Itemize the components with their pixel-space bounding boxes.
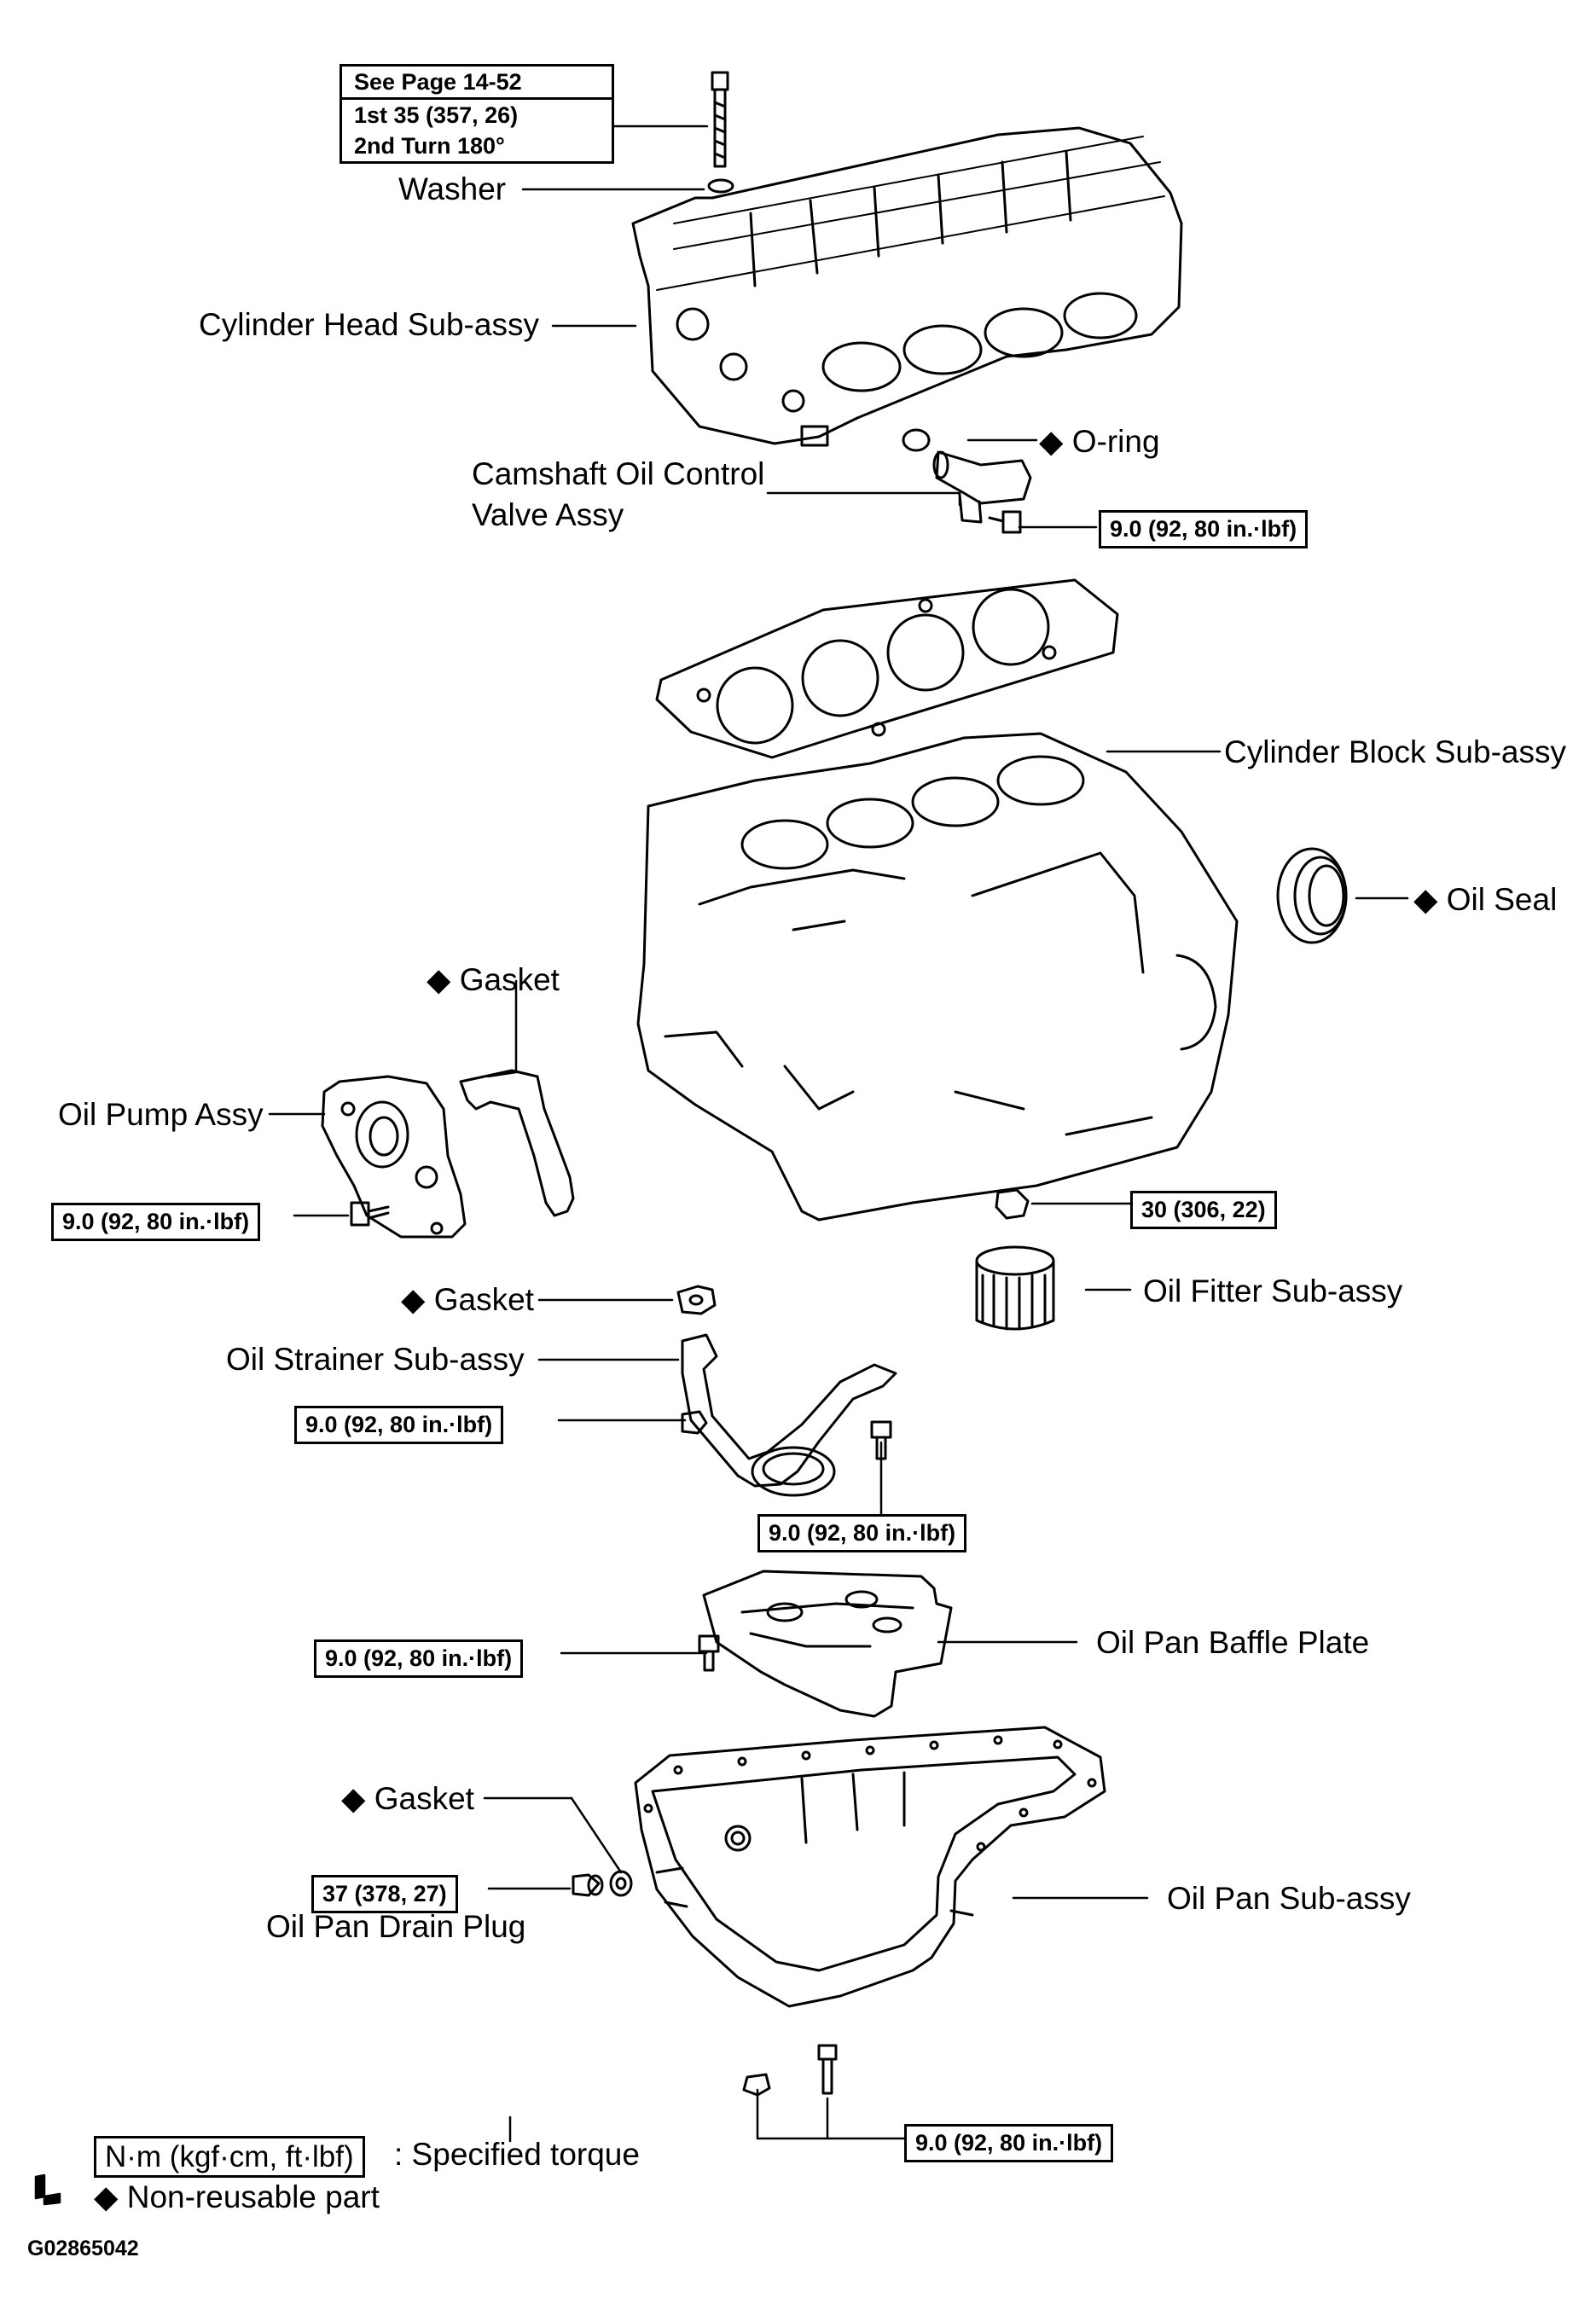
oil-pan-bolt — [817, 2044, 838, 2095]
strainer-nut-torque: 9.0 (92, 80 in.·lbf) — [294, 1406, 504, 1444]
oil-pump-gasket — [459, 1069, 575, 1217]
oil-pan — [634, 1726, 1106, 2008]
head-bolt-torque-second: 2nd Turn 180° — [354, 133, 505, 159]
union-bolt-torque: 30 (306, 22) — [1130, 1191, 1277, 1229]
oil-pump-label: Oil Pump Assy — [58, 1097, 264, 1132]
union-bolt — [995, 1188, 1030, 1220]
oil-pan-baffle-plate — [702, 1570, 953, 1718]
cylinder-head-label: Cylinder Head Sub-assy — [199, 307, 539, 342]
cylinder-head — [631, 126, 1183, 447]
washer-label: Washer — [398, 171, 507, 206]
oil-pan-label: Oil Pan Sub-assy — [1167, 1881, 1411, 1916]
ocv-label-line1: Camshaft Oil Control — [472, 456, 765, 491]
strainer-bolt-torque: 9.0 (92, 80 in.·lbf) — [757, 1514, 967, 1552]
o-ring-label: ◆ O-ring — [1039, 424, 1160, 459]
head-bolt-torque-box: See Page 14-52 1st 35 (357, 26) 2nd Turn… — [340, 64, 614, 164]
cylinder-block — [636, 732, 1239, 1222]
oil-pan-bolt-torque: 9.0 (92, 80 in.·lbf) — [904, 2124, 1114, 2162]
oil-pump-bolt-torque: 9.0 (92, 80 in.·lbf) — [51, 1203, 261, 1241]
oil-filter — [975, 1245, 1055, 1331]
oil-seal — [1276, 847, 1348, 944]
oil-strainer-label: Oil Strainer Sub-assy — [226, 1342, 525, 1377]
drain-plug — [572, 1873, 604, 1897]
baffle-bolt-torque: 9.0 (92, 80 in.·lbf) — [314, 1639, 524, 1678]
head-bolt-torque-first: 1st 35 (357, 26) — [354, 102, 519, 128]
strainer-gasket-label: ◆ Gasket — [401, 1282, 534, 1317]
ocv-bolt — [988, 510, 1022, 534]
washer — [707, 178, 734, 194]
drain-plug-torque: 37 (378, 27) — [311, 1875, 458, 1913]
drain-gasket — [609, 1870, 633, 1897]
oil-seal-label: ◆ Oil Seal — [1413, 882, 1558, 917]
repair-manual-icon — [34, 2173, 61, 2206]
pump-gasket-label: ◆ Gasket — [427, 962, 560, 997]
baffle-bolt — [698, 1634, 720, 1672]
oil-strainer — [681, 1333, 897, 1497]
oil-pump — [321, 1075, 467, 1239]
head-bolt — [711, 71, 729, 168]
drain-plug-label: Oil Pan Drain Plug — [266, 1909, 526, 1944]
baffle-plate-label: Oil Pan Baffle Plate — [1096, 1625, 1370, 1660]
legend-nonreusable: ◆ Non-reusable part — [94, 2179, 380, 2214]
legend-torque-unit: N·m (kgf·cm, ft·lbf) — [94, 2136, 365, 2178]
strainer-bolt — [870, 1420, 892, 1460]
strainer-nut — [681, 1410, 708, 1435]
ocv-label-line2: Valve Assy — [472, 497, 624, 532]
drain-gasket-label: ◆ Gasket — [341, 1781, 474, 1816]
cylinder-block-label: Cylinder Block Sub-assy — [1224, 734, 1566, 769]
head-bolt-torque-ref: See Page 14-52 — [342, 67, 612, 100]
ocv-bolt-torque: 9.0 (92, 80 in.·lbf) — [1099, 510, 1309, 548]
leader-lines — [268, 125, 1409, 2143]
figure-code: G02865042 — [27, 2237, 139, 2260]
oil-pan-nut — [742, 2073, 771, 2097]
legend-torque-desc: : Specified torque — [394, 2137, 640, 2172]
camshaft-oil-control-valve — [932, 450, 1032, 524]
cylinder-head-gasket — [655, 578, 1119, 759]
o-ring — [902, 428, 931, 452]
oil-filter-label: Oil Fitter Sub-assy — [1143, 1274, 1403, 1309]
oil-pump-bolt — [350, 1201, 390, 1227]
strainer-gasket — [676, 1285, 717, 1315]
